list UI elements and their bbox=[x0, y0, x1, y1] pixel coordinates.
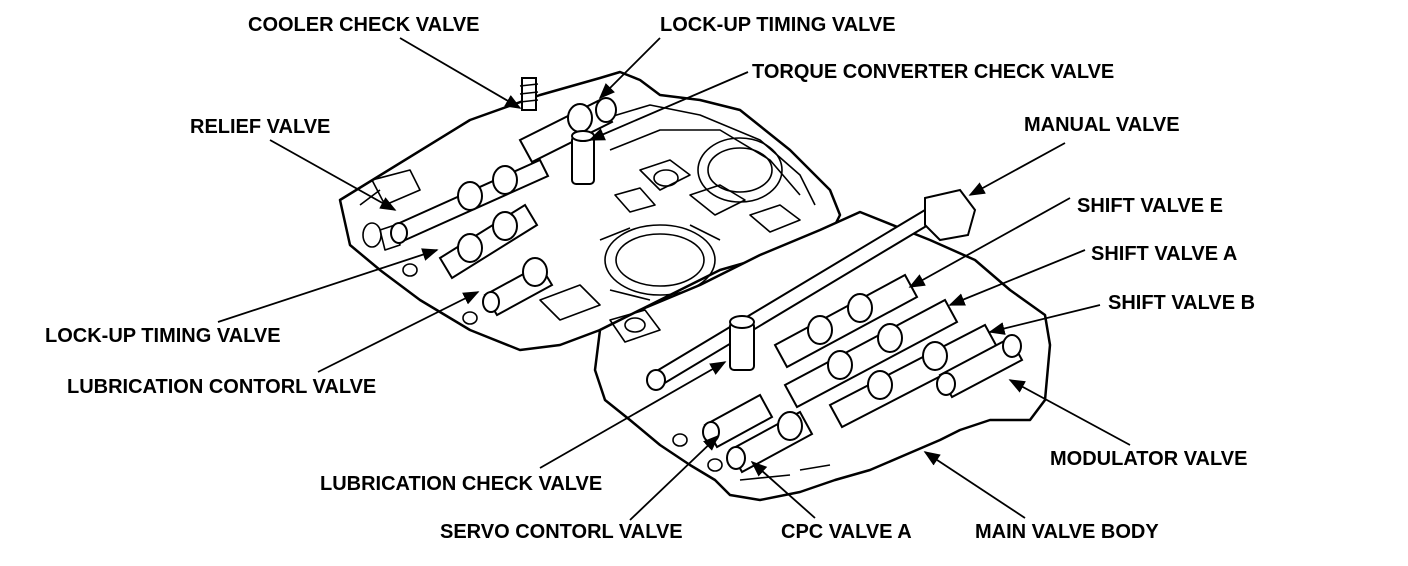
leader-lubrication-check bbox=[539, 361, 727, 469]
leader-shift-b bbox=[988, 304, 1101, 335]
leader-manual bbox=[968, 142, 1066, 196]
spool-cooler-check bbox=[519, 77, 539, 111]
leader-lubrication-control bbox=[317, 291, 480, 373]
label-lubrication-control-valve: LUBRICATION CONTORL VALVE bbox=[67, 376, 376, 398]
leader-relief bbox=[269, 139, 397, 211]
label-lubrication-check-valve: LUBRICATION CHECK VALVE bbox=[320, 473, 602, 495]
leader-modulator bbox=[1008, 379, 1131, 446]
label-shift-valve-e: SHIFT VALVE E bbox=[1077, 195, 1223, 217]
spool-lock-up-left bbox=[438, 203, 539, 280]
label-modulator-valve: MODULATOR VALVE bbox=[1050, 448, 1247, 470]
leader-torque-converter bbox=[588, 71, 749, 141]
spool-shift-b bbox=[828, 323, 999, 429]
label-shift-valve-a: SHIFT VALVE A bbox=[1091, 243, 1237, 265]
leader-main-valve-body bbox=[923, 451, 1026, 519]
spool-shift-e bbox=[773, 273, 919, 369]
labels: COOLER CHECK VALVE LOCK-UP TIMING VALVE … bbox=[45, 14, 1255, 543]
label-relief-valve: RELIEF VALVE bbox=[190, 116, 330, 138]
leader-shift-e bbox=[908, 197, 1071, 288]
leader-lines bbox=[217, 37, 1131, 521]
label-servo-control-valve: SERVO CONTORL VALVE bbox=[440, 521, 683, 543]
spool-lock-up-top bbox=[518, 97, 617, 164]
spool-lubrication-check bbox=[729, 315, 755, 371]
spool-lubrication-control bbox=[482, 257, 554, 317]
label-lock-up-timing-valve-top: LOCK-UP TIMING VALVE bbox=[660, 14, 896, 36]
label-main-valve-body: MAIN VALVE BODY bbox=[975, 521, 1159, 543]
leader-cpc-a bbox=[750, 460, 816, 519]
spool-shift-a bbox=[783, 298, 959, 409]
leader-servo-control bbox=[629, 434, 720, 521]
label-torque-converter-check-valve: TORQUE CONVERTER CHECK VALVE bbox=[752, 61, 1114, 83]
leader-lock-up-left bbox=[217, 248, 439, 323]
spool-torque-converter-check bbox=[571, 130, 595, 185]
label-cpc-valve-a: CPC VALVE A bbox=[781, 521, 912, 543]
leader-lock-up-top bbox=[598, 37, 661, 100]
label-cooler-check-valve: COOLER CHECK VALVE bbox=[248, 14, 480, 36]
label-lock-up-timing-valve-left: LOCK-UP TIMING VALVE bbox=[45, 325, 281, 347]
spool-cpc-a bbox=[726, 410, 814, 474]
spool-modulator bbox=[936, 334, 1024, 399]
leader-shift-a bbox=[948, 249, 1086, 306]
label-manual-valve: MANUAL VALVE bbox=[1024, 114, 1180, 136]
spool-manual bbox=[646, 188, 977, 391]
spool-relief bbox=[390, 158, 550, 244]
upper-valve-body bbox=[338, 70, 842, 352]
leader-cooler-check bbox=[399, 37, 522, 109]
label-shift-valve-b: SHIFT VALVE B bbox=[1108, 292, 1255, 314]
